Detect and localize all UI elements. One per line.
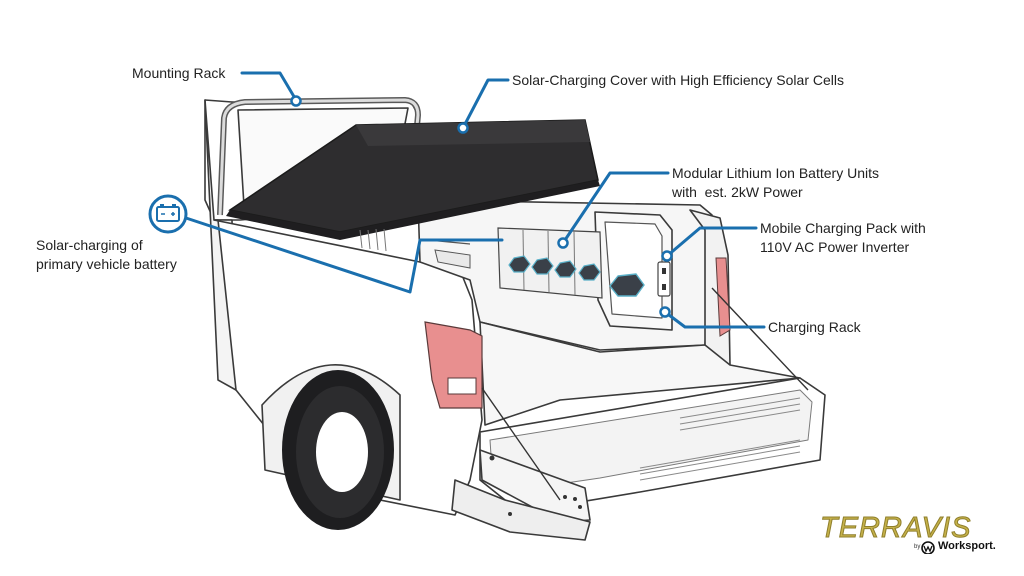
rear-wheel [282, 370, 394, 530]
battery-cell-4 [578, 263, 601, 281]
label-charging-rack: Charging Rack [768, 318, 861, 337]
label-vehicle-battery: Solar-charging of primary vehicle batter… [36, 236, 177, 274]
label-battery-units-line1: Modular Lithium Ion Battery Units [672, 165, 879, 181]
brand-title: TERRAVIS [819, 512, 972, 545]
bed-floor [479, 321, 801, 426]
brand-logo: TERRAVIS by Worksport. [819, 512, 1000, 562]
label-vehicle-battery-line1: Solar-charging of [36, 237, 143, 253]
right-tail-light [715, 257, 731, 337]
brand-subtitle: Worksport. [938, 540, 996, 552]
tailgate-cable-right [711, 287, 809, 391]
label-charging-pack-line1: Mobile Charging Pack with [760, 220, 926, 236]
callout-dot-mounting-rack [290, 95, 302, 107]
battery-icon [148, 194, 188, 234]
brand-by: by [914, 544, 921, 550]
label-battery-units: Modular Lithium Ion Battery Units with e… [672, 164, 879, 202]
battery-cell-1 [508, 255, 531, 273]
worksport-logo-icon [921, 541, 935, 554]
battery-cell-5 [609, 273, 645, 297]
callout-line-charging-rack [663, 310, 766, 329]
callout-line-vehicle-battery [184, 216, 504, 294]
callout-dot-charging-pack [661, 250, 673, 262]
label-charging-rack-text: Charging Rack [768, 319, 861, 335]
battery-cell-3 [554, 260, 577, 278]
label-charging-pack: Mobile Charging Pack with 110V AC Power … [760, 219, 926, 257]
power-inverter-outlet [657, 261, 671, 297]
callout-line-battery-units [561, 171, 670, 245]
callout-line-solar-cover [461, 78, 510, 130]
label-charging-pack-line2: 110V AC Power Inverter [760, 239, 910, 255]
callout-dot-charging-rack [659, 306, 671, 318]
callout-dot-battery-units [557, 237, 569, 249]
label-vehicle-battery-line2: primary vehicle battery [36, 256, 177, 272]
battery-module-bank [497, 227, 645, 299]
label-solar-cover: Solar-Charging Cover with High Efficienc… [512, 71, 844, 90]
label-mounting-rack-text: Mounting Rack [132, 65, 226, 81]
callout-line-charging-pack [665, 226, 758, 258]
battery-cell-2 [531, 257, 554, 275]
label-solar-cover-text: Solar-Charging Cover with High Efficienc… [512, 72, 844, 88]
tailgate-cable-left [481, 387, 561, 501]
label-mounting-rack: Mounting Rack [132, 64, 225, 83]
label-battery-units-line2: with est. 2kW Power [672, 184, 803, 200]
callout-line-mounting-rack [240, 71, 298, 102]
callout-dot-solar-cover [457, 122, 469, 134]
